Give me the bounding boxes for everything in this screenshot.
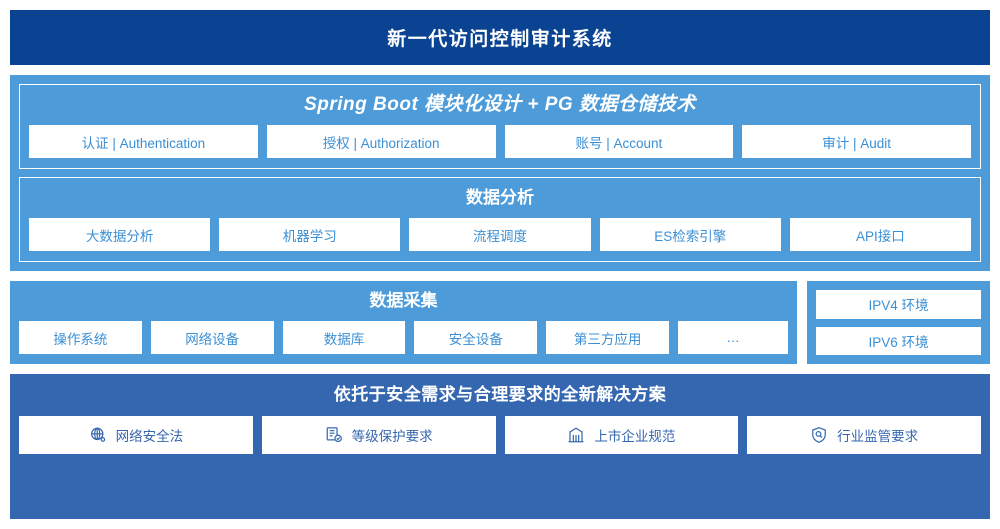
collection-row: 数据采集 操作系统 网络设备 数据库 安全设备 第三方应用 … IPV4 环境 …: [10, 281, 990, 364]
panel-title-data-collection: 数据采集: [369, 291, 438, 310]
card-industry-supervision[interactable]: 行业监管要求: [747, 416, 981, 454]
card-network-device[interactable]: 网络设备: [150, 321, 274, 354]
platform-panel-spring-boot: Spring Boot 模块化设计 + PG 数据仓储技术 认证 | Authe…: [19, 84, 981, 169]
panel-title-data-analysis: 数据分析: [466, 188, 534, 207]
bank-building-icon: [567, 426, 585, 444]
card-listed-enterprise-standard[interactable]: 上市企业规范: [504, 416, 739, 454]
card-es-search-engine[interactable]: ES检索引擎: [599, 218, 781, 251]
card-ipv4-environment[interactable]: IPV4 环境: [816, 290, 981, 319]
page-title: 新一代访问控制审计系统: [387, 29, 613, 50]
card-graded-protection[interactable]: 等级保护要求: [261, 416, 496, 454]
platform-section: Spring Boot 模块化设计 + PG 数据仓储技术 认证 | Authe…: [10, 75, 990, 271]
card-more-ellipsis[interactable]: …: [677, 321, 788, 354]
collection-section: 数据采集 操作系统 网络设备 数据库 安全设备 第三方应用 …: [10, 281, 797, 364]
card-cybersecurity-law[interactable]: 网络安全法: [19, 416, 253, 454]
card-row-identity: 认证 | Authentication 授权 | Authorization 账…: [29, 125, 971, 158]
card-database[interactable]: 数据库: [282, 321, 406, 354]
card-machine-learning[interactable]: 机器学习: [219, 218, 401, 251]
shield-search-icon: [810, 426, 828, 444]
page-header: 新一代访问控制审计系统: [10, 10, 990, 65]
card-authorization[interactable]: 授权 | Authorization: [266, 125, 496, 158]
document-check-icon: [325, 426, 343, 444]
card-label: 等级保护要求: [351, 429, 433, 444]
card-label: 上市企业规范: [594, 429, 676, 444]
card-audit[interactable]: 审计 | Audit: [742, 125, 971, 158]
card-ipv6-environment[interactable]: IPV6 环境: [816, 326, 981, 355]
card-authentication[interactable]: 认证 | Authentication: [29, 125, 258, 158]
environment-section: IPV4 环境 IPV6 环境: [807, 281, 990, 364]
card-row-collection: 操作系统 网络设备 数据库 安全设备 第三方应用 …: [19, 321, 788, 354]
card-account[interactable]: 账号 | Account: [504, 125, 734, 158]
panel-title-compliance: 依托于安全需求与合理要求的全新解决方案: [333, 385, 667, 404]
card-operating-system[interactable]: 操作系统: [19, 321, 142, 354]
compliance-section: 依托于安全需求与合理要求的全新解决方案 网络安全法: [10, 374, 990, 519]
card-third-party-app[interactable]: 第三方应用: [546, 321, 669, 354]
card-label: 网络安全法: [115, 429, 184, 444]
card-big-data-analysis[interactable]: 大数据分析: [29, 218, 211, 251]
card-api-interface[interactable]: API接口: [789, 218, 972, 251]
card-row-compliance: 网络安全法 等级保护要求: [19, 416, 981, 454]
panel-title-spring-boot: Spring Boot 模块化设计 + PG 数据仓储技术: [304, 94, 696, 115]
card-row-analysis: 大数据分析 机器学习 流程调度 ES检索引擎 API接口: [29, 218, 972, 251]
card-security-device[interactable]: 安全设备: [414, 321, 538, 354]
platform-panel-data-analysis: 数据分析 大数据分析 机器学习 流程调度 ES检索引擎 API接口: [19, 177, 981, 262]
globe-network-icon: [89, 426, 107, 444]
card-process-scheduling[interactable]: 流程调度: [409, 218, 591, 251]
card-label: 行业监管要求: [837, 429, 919, 444]
